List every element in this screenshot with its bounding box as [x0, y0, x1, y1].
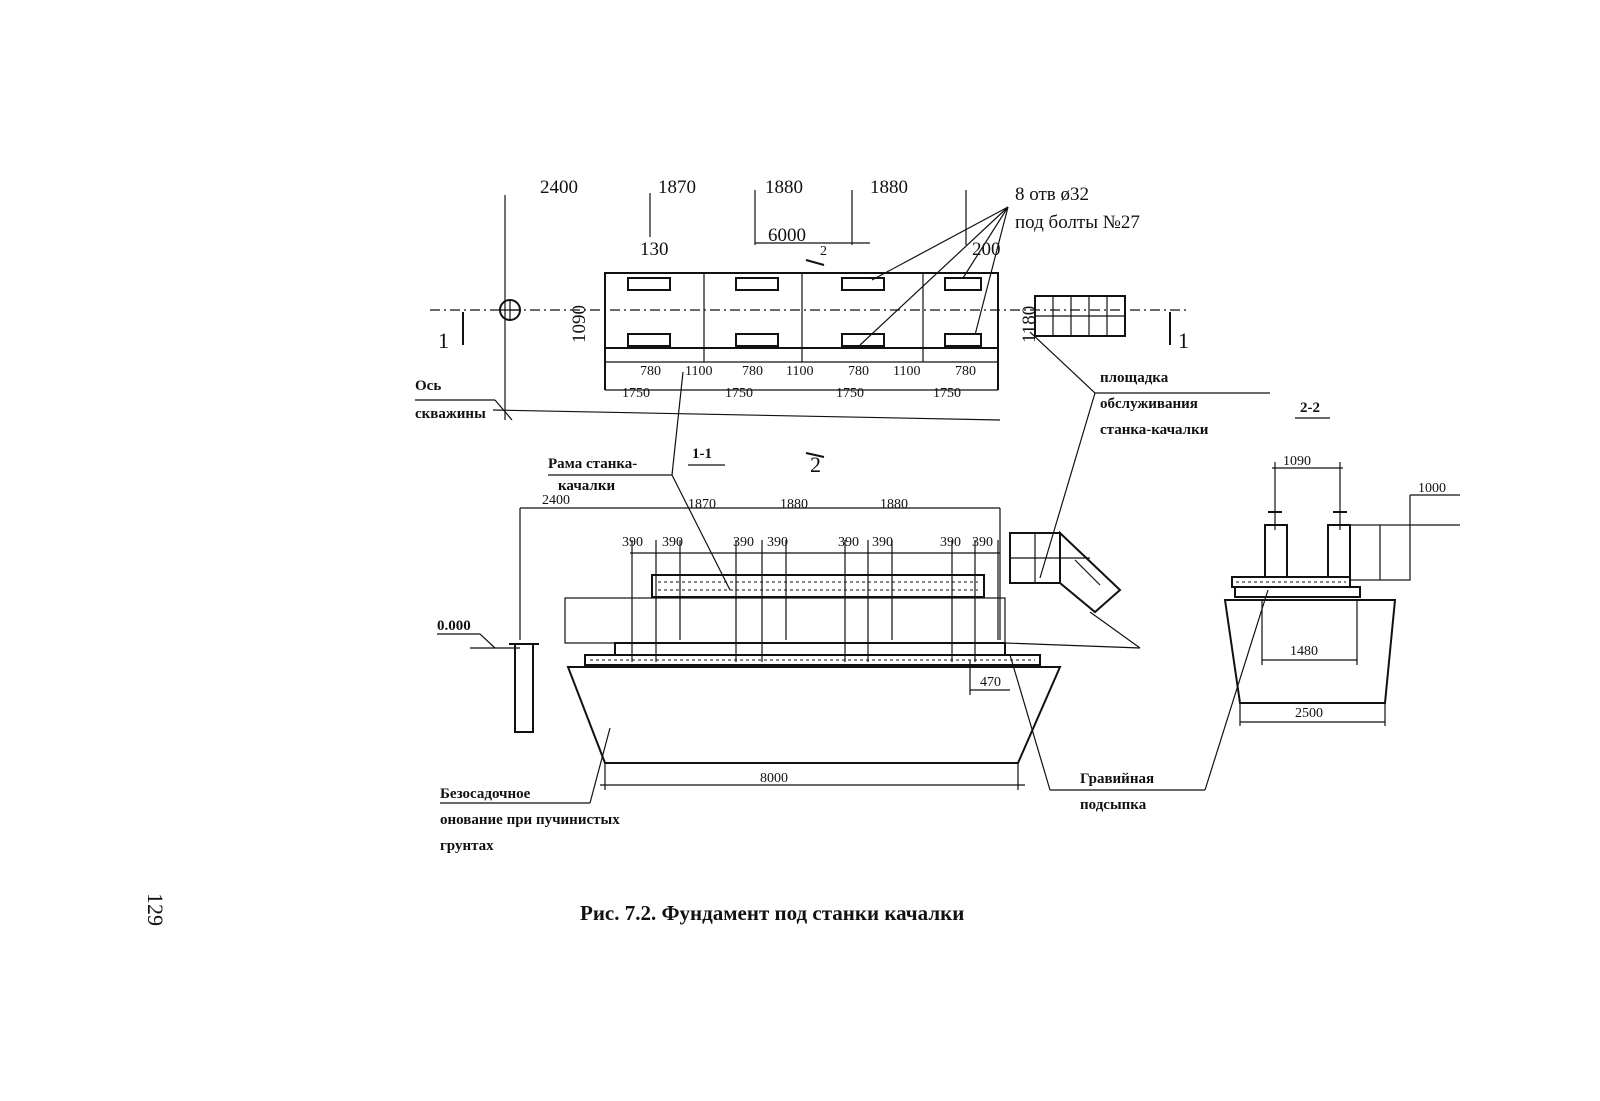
- bolt-pads: [627, 277, 982, 347]
- dim-2400: 2400: [540, 177, 578, 198]
- sec1-dim-1880-b: 1880: [880, 497, 908, 512]
- dim-6000: 6000: [768, 225, 806, 246]
- sec2-dim-2500: 2500: [1295, 706, 1323, 721]
- section-2-2: 2-2 1090 1000 1480 2500: [1223, 400, 1460, 726]
- sec1-dim-390-3: 390: [733, 535, 754, 550]
- gap-dim-3: 1100: [893, 364, 920, 379]
- sec2-dim-1090: 1090: [1283, 454, 1311, 469]
- service-platform-plan: [1034, 295, 1126, 337]
- dim-1090-plan: 1090: [569, 305, 590, 343]
- section-mark-right: 1: [1178, 328, 1189, 353]
- pad-dim-4: 780: [955, 364, 976, 379]
- sec2-dim-1480: 1480: [1290, 644, 1318, 659]
- dim-1180-plan: 1180: [1019, 306, 1040, 343]
- sec1-dim-2400: 2400: [542, 493, 570, 508]
- well-axis-label-2: скважины: [415, 406, 486, 422]
- sec1-dim-390-6: 390: [872, 535, 893, 550]
- pitch-dim-4: 1750: [933, 386, 961, 401]
- sec1-dim-390-2: 390: [662, 535, 683, 550]
- bolt-note-line2: под болты №27: [1015, 212, 1140, 233]
- callout-labels: Ось скважины площадка обслуживания станк…: [415, 331, 1270, 854]
- pad-dim-1: 780: [640, 364, 661, 379]
- figure-caption: Рис. 7.2. Фундамент под станки качалки: [580, 901, 964, 925]
- service-platform-section: [1009, 530, 1141, 649]
- section-mark-2-top: 2: [820, 244, 827, 259]
- dim-200: 200: [972, 239, 1001, 260]
- well-axis-label-1: Ось: [415, 378, 441, 394]
- platform-label-1: площадка: [1100, 370, 1169, 386]
- gravel-label-2: подсыпка: [1080, 797, 1147, 813]
- section-1-1-title: 1-1: [692, 446, 712, 462]
- dim-470: 470: [980, 675, 1001, 690]
- base-label-2: онование при пучинистых: [440, 812, 620, 828]
- gap-dim-2: 1100: [786, 364, 813, 379]
- dim-1880-b: 1880: [870, 177, 908, 198]
- section-mark-2-bottom: 2: [810, 452, 821, 477]
- frame-label-2: качалки: [558, 478, 615, 494]
- dim-1870: 1870: [658, 177, 696, 198]
- page-number: 129: [143, 893, 168, 926]
- pad-dim-3: 780: [848, 364, 869, 379]
- level-zero: 0.000: [437, 618, 471, 634]
- frame-label-1: Рама станка-: [548, 456, 637, 472]
- platform-label-3: станка-качалки: [1100, 422, 1209, 438]
- sec1-dim-390-8: 390: [972, 535, 993, 550]
- dim-8000: 8000: [760, 771, 788, 786]
- sec1-dim-390-4: 390: [767, 535, 788, 550]
- sec1-dim-1870: 1870: [688, 497, 716, 512]
- sec2-dim-1000: 1000: [1418, 481, 1446, 496]
- section-mark-left: 1: [438, 328, 449, 353]
- pitch-dim-2: 1750: [725, 386, 753, 401]
- dim-1880-a: 1880: [765, 177, 803, 198]
- pitch-dim-3: 1750: [836, 386, 864, 401]
- dim-130: 130: [640, 239, 669, 260]
- section-1-1: 1-1 2400 1870 1880 1880 390 390 390 390 …: [437, 446, 1141, 790]
- plan-view: 1 1 2 2 2400 1870 1880 1880 6000 130 200…: [430, 177, 1190, 477]
- bolt-note-line1: 8 отв ø32: [1015, 184, 1089, 205]
- pad-dim-2: 780: [742, 364, 763, 379]
- pitch-dim-1: 1750: [622, 386, 650, 401]
- sec1-dim-390-7: 390: [940, 535, 961, 550]
- sec1-dim-390-5: 390: [838, 535, 859, 550]
- base-label-1: Безосадочное: [440, 786, 531, 802]
- sec1-dim-1880-a: 1880: [780, 497, 808, 512]
- section-2-2-title: 2-2: [1300, 400, 1320, 416]
- platform-label-2: обслуживания: [1100, 396, 1198, 412]
- gravel-label-1: Гравийная: [1080, 771, 1154, 787]
- gap-dim-1: 1100: [685, 364, 712, 379]
- base-label-3: грунтах: [440, 838, 494, 854]
